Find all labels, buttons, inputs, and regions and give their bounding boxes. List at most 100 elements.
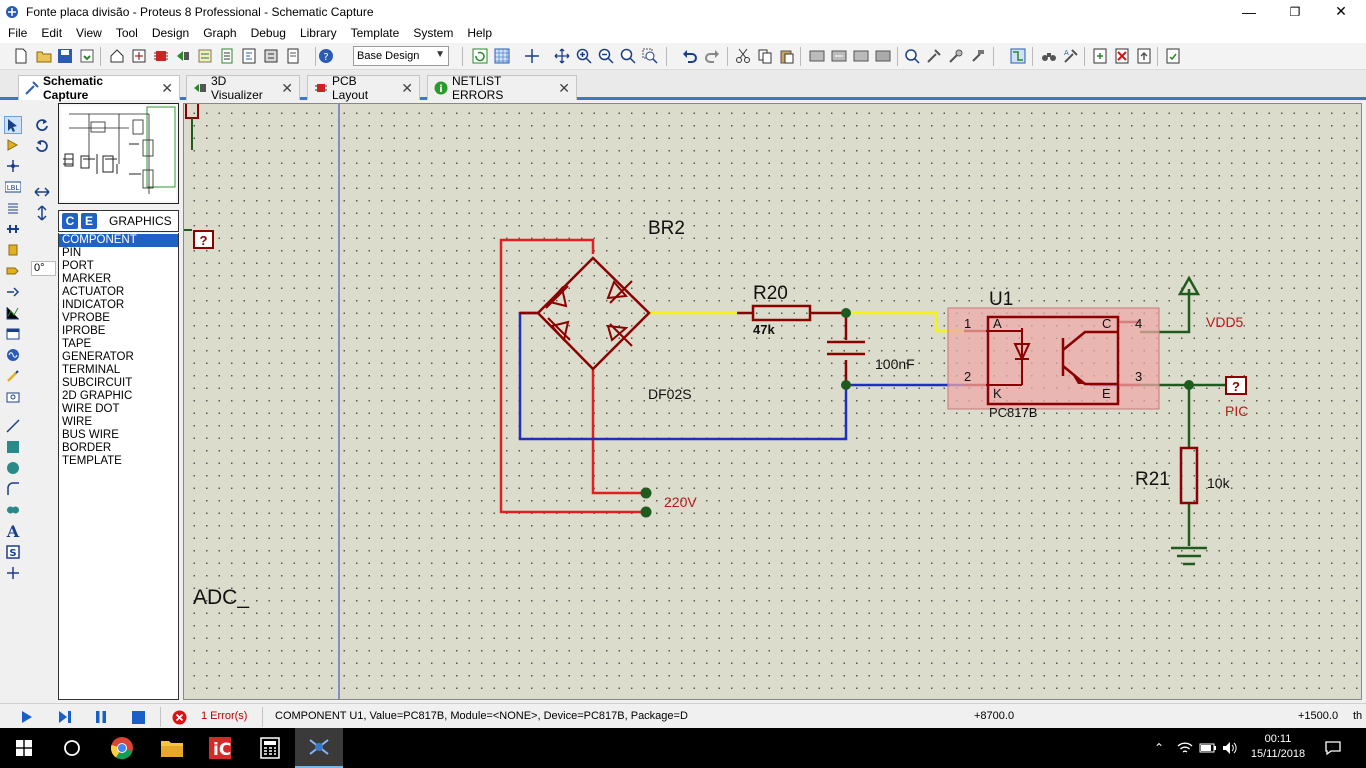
make-device-button[interactable] — [925, 47, 943, 65]
menu-library[interactable]: Library — [299, 26, 337, 40]
terminal-220v[interactable]: 220V — [640, 487, 698, 518]
action-center-button[interactable] — [1320, 728, 1346, 768]
rotation-angle-field[interactable]: 0° — [31, 261, 56, 276]
close-tab-icon[interactable]: ✕ — [281, 79, 293, 96]
zoom-area-button[interactable] — [641, 47, 659, 65]
menu-view[interactable]: View — [76, 26, 102, 40]
wire-autorouter-button[interactable] — [1009, 47, 1027, 65]
stop-button[interactable] — [129, 708, 147, 726]
rotate-clockwise-button[interactable] — [33, 116, 51, 134]
home-button[interactable] — [108, 47, 126, 65]
play-button[interactable] — [18, 708, 36, 726]
zoom-all-button[interactable] — [619, 47, 637, 65]
line-mode-button[interactable] — [4, 417, 22, 435]
packaging-button[interactable] — [947, 47, 965, 65]
selection-mode-button[interactable] — [4, 116, 22, 134]
capacitor-100nf[interactable]: 100nF — [827, 340, 915, 372]
pick-device-button[interactable] — [903, 47, 921, 65]
help-button[interactable]: ? — [317, 47, 335, 65]
bridge-rectifier-br2[interactable]: BR2 DF02S — [536, 218, 692, 402]
tab-3d-visualizer[interactable]: 3D Visualizer ✕ — [186, 74, 300, 102]
list-item[interactable]: TEMPLATE — [62, 455, 122, 467]
tray-expand-button[interactable]: ⌃ — [1150, 728, 1168, 768]
minimize-button[interactable]: — — [1226, 0, 1272, 23]
import-button[interactable] — [78, 47, 96, 65]
volume-tray-button[interactable] — [1220, 728, 1240, 768]
menu-graph[interactable]: Graph — [203, 26, 237, 40]
list-item[interactable]: TAPE — [62, 338, 92, 350]
tab-schematic-capture[interactable]: Schematic Capture ✕ — [18, 74, 180, 102]
network-tray-button[interactable] — [1175, 728, 1195, 768]
schematic-canvas[interactable]: ? — [183, 103, 1362, 700]
mirror-x-button[interactable] — [33, 183, 51, 201]
terminals-mode-button[interactable] — [4, 262, 22, 280]
generator-mode-button[interactable] — [4, 346, 22, 364]
optocoupler-u1[interactable]: U1 PC817B 1 2 3 4 A K C E — [947, 289, 1160, 420]
battery-tray-button[interactable] — [1198, 728, 1218, 768]
list-item[interactable]: BORDER — [62, 442, 112, 454]
tab-pcb-layout[interactable]: PCB Layout ✕ — [307, 74, 420, 102]
step-button[interactable] — [56, 708, 74, 726]
refresh-button[interactable] — [471, 47, 489, 65]
bom-button[interactable] — [218, 47, 236, 65]
device-pins-mode-button[interactable] — [4, 283, 22, 301]
block-delete-button[interactable] — [874, 47, 892, 65]
close-tab-icon[interactable]: ✕ — [558, 79, 570, 96]
list-item[interactable]: WIRE DOT — [62, 403, 120, 415]
overview-window[interactable] — [58, 103, 179, 204]
debug-button[interactable] — [262, 47, 280, 65]
mode-c-button[interactable]: C — [62, 213, 78, 229]
file-explorer-taskbar-button[interactable] — [148, 728, 196, 768]
menu-template[interactable]: Template — [350, 26, 400, 40]
mirror-y-button[interactable] — [33, 204, 51, 222]
calculator-taskbar-button[interactable] — [246, 728, 294, 768]
resistor-r21[interactable]: R21 10k — [1135, 446, 1231, 505]
symbol-mode-button[interactable]: S — [4, 543, 22, 561]
gerber-button[interactable] — [196, 47, 214, 65]
list-item[interactable]: PIN — [62, 247, 82, 259]
circle-mode-button[interactable] — [4, 459, 22, 477]
port-pic[interactable]: ? PIC — [1225, 376, 1248, 419]
list-item[interactable]: IPROBE — [62, 325, 106, 337]
list-item[interactable]: MARKER — [62, 273, 112, 285]
list-item[interactable]: WIRE — [62, 416, 93, 428]
component-mode-button[interactable] — [4, 136, 22, 154]
remove-sheet-button[interactable] — [1113, 47, 1131, 65]
mode-e-button[interactable]: E — [81, 213, 97, 229]
close-tab-icon[interactable]: ✕ — [401, 79, 413, 96]
design-explorer-button[interactable] — [1164, 47, 1182, 65]
undo-button[interactable] — [681, 47, 699, 65]
redo-button[interactable] — [703, 47, 721, 65]
search-button[interactable] — [48, 728, 96, 768]
list-item[interactable]: INDICATOR — [62, 299, 125, 311]
list-item[interactable]: BUS WIRE — [62, 429, 119, 441]
copy-button[interactable] — [756, 47, 774, 65]
cut-button[interactable] — [734, 47, 752, 65]
new-sheet-button[interactable] — [1091, 47, 1109, 65]
resistor-r20[interactable]: R20 47k — [751, 283, 812, 337]
text-mode-button[interactable]: A — [4, 522, 22, 541]
ground-symbol[interactable] — [1171, 546, 1207, 566]
error-count[interactable]: 1 Error(s) — [201, 710, 248, 722]
new-file-button[interactable] — [12, 47, 30, 65]
terminal-unknown-left[interactable]: ? — [193, 230, 214, 249]
open-button[interactable] — [35, 47, 53, 65]
buses-mode-button[interactable] — [4, 220, 22, 238]
menu-debug[interactable]: Debug — [250, 26, 286, 40]
list-item[interactable]: TERMINAL — [62, 364, 121, 376]
source-button[interactable] — [240, 47, 258, 65]
block-copy-button[interactable] — [808, 47, 826, 65]
list-item[interactable]: COMPONENT — [59, 234, 178, 247]
paste-button[interactable] — [778, 47, 796, 65]
box-mode-button[interactable] — [4, 438, 22, 456]
path-mode-button[interactable] — [4, 501, 22, 519]
close-window-button[interactable]: ✕ — [1318, 0, 1364, 23]
search-tag-button[interactable] — [1040, 47, 1058, 65]
decompose-button[interactable] — [969, 47, 987, 65]
3d-button[interactable] — [174, 47, 192, 65]
design-select[interactable]: Base Design▼ — [353, 46, 449, 66]
list-item[interactable]: VPROBE — [62, 312, 110, 324]
list-item[interactable]: 2D GRAPHIC — [62, 390, 133, 402]
rotate-anticlockwise-button[interactable] — [33, 137, 51, 155]
menu-help[interactable]: Help — [467, 26, 493, 40]
